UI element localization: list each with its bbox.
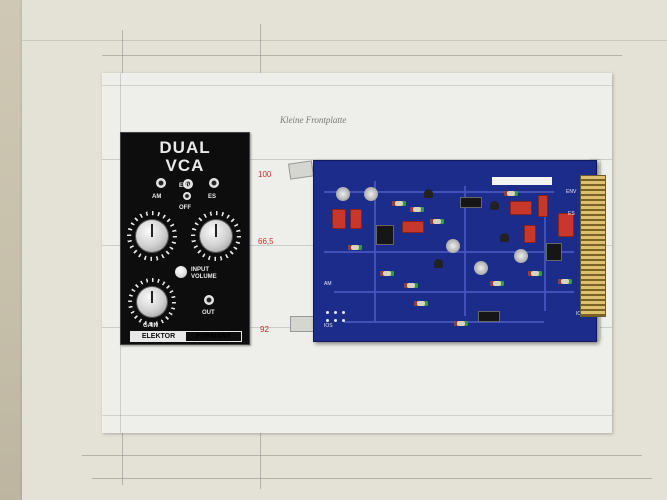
brand-left: ELEKTOR	[131, 332, 186, 341]
edge-connector	[580, 175, 606, 317]
resistor	[348, 245, 362, 250]
resistor	[504, 191, 518, 196]
red-dimension-mark: 66,5	[258, 237, 274, 246]
pencil-line	[102, 55, 622, 56]
brand-right: FORMANT	[196, 333, 231, 340]
trimmer	[474, 261, 488, 275]
ic-chip	[460, 197, 482, 208]
am-jack[interactable]	[156, 178, 166, 188]
pencil-line	[92, 478, 652, 479]
capacitor	[558, 213, 574, 237]
trimmer	[364, 187, 378, 201]
gain-knob[interactable]	[137, 287, 167, 317]
pcb-trace	[544, 201, 546, 311]
pcb-label-am: AM	[324, 281, 332, 287]
label-volume: VOLUME	[191, 274, 217, 280]
transistor	[424, 189, 433, 198]
label-gain: GAIN	[143, 323, 158, 329]
es-knob[interactable]	[200, 220, 232, 252]
pcb-sticker	[492, 177, 552, 185]
pcb-label-ios: IOS	[324, 323, 333, 329]
solder-pad	[334, 319, 337, 322]
label-env: ENV	[179, 183, 192, 189]
label-off: OFF	[179, 205, 191, 211]
solder-pad	[334, 311, 337, 314]
env-switch[interactable]	[183, 192, 191, 200]
pencil-line	[102, 159, 612, 160]
resistor	[430, 219, 444, 224]
ic-chip	[546, 243, 562, 261]
es-jack[interactable]	[209, 178, 219, 188]
brand-logo: ELEKTOR FORMANT	[130, 331, 242, 342]
solder-pad	[342, 311, 345, 314]
red-dimension-mark: 92	[260, 325, 269, 334]
panel-title-line1: DUAL	[159, 138, 211, 157]
trimmer	[514, 249, 528, 263]
resistor	[414, 301, 428, 306]
transistor	[500, 233, 509, 242]
capacitor	[332, 209, 346, 229]
pcb-label-env: ENV	[566, 189, 577, 195]
resistor	[392, 201, 406, 206]
solder-pad	[342, 319, 345, 322]
pcb-trace	[334, 291, 574, 293]
handwritten-note: Kleine Frontplatte	[280, 115, 347, 125]
panel-title-line2: VCA	[165, 156, 205, 175]
solder-pad	[326, 319, 329, 322]
pencil-line	[22, 40, 667, 41]
transistor	[490, 201, 499, 210]
mounting-bracket	[290, 316, 314, 332]
capacitor	[350, 209, 362, 229]
label-input: INPUT	[191, 267, 209, 273]
env-jack[interactable]	[183, 179, 193, 189]
label-am: AM	[152, 194, 162, 200]
resistor	[528, 271, 542, 276]
label-es: ES	[208, 194, 217, 200]
transistor	[434, 259, 443, 268]
input-led	[175, 266, 187, 278]
resistor	[404, 283, 418, 288]
capacitor	[402, 221, 424, 233]
capacitor	[538, 195, 548, 217]
mounting-bracket	[288, 160, 314, 180]
ic-chip	[376, 225, 394, 245]
pcb-trace	[324, 191, 554, 193]
pcb-trace	[464, 186, 466, 316]
resistor	[558, 279, 572, 284]
am-knob[interactable]	[136, 220, 168, 252]
circuit-board: ENV ES AM IOS IOE	[313, 160, 597, 342]
pcb-trace	[344, 321, 544, 323]
label-out: OUT	[202, 310, 215, 316]
pcb-label-es: ES	[568, 211, 575, 217]
trimmer	[336, 187, 350, 201]
trimmer	[446, 239, 460, 253]
pcb-trace	[374, 181, 376, 321]
pencil-line	[102, 415, 612, 416]
pencil-line	[82, 455, 642, 456]
capacitor	[524, 225, 536, 243]
resistor	[454, 321, 468, 326]
pencil-line	[102, 85, 612, 86]
ic-chip	[478, 311, 500, 322]
solder-pad	[326, 311, 329, 314]
capacitor	[510, 201, 532, 215]
resistor	[380, 271, 394, 276]
resistor	[410, 207, 424, 212]
front-panel: DUAL VCA AM ENV ES OFF INPUT VOLUME OUT …	[120, 132, 250, 345]
red-dimension-mark: 100	[258, 170, 272, 179]
out-jack[interactable]	[204, 295, 214, 305]
resistor	[490, 281, 504, 286]
